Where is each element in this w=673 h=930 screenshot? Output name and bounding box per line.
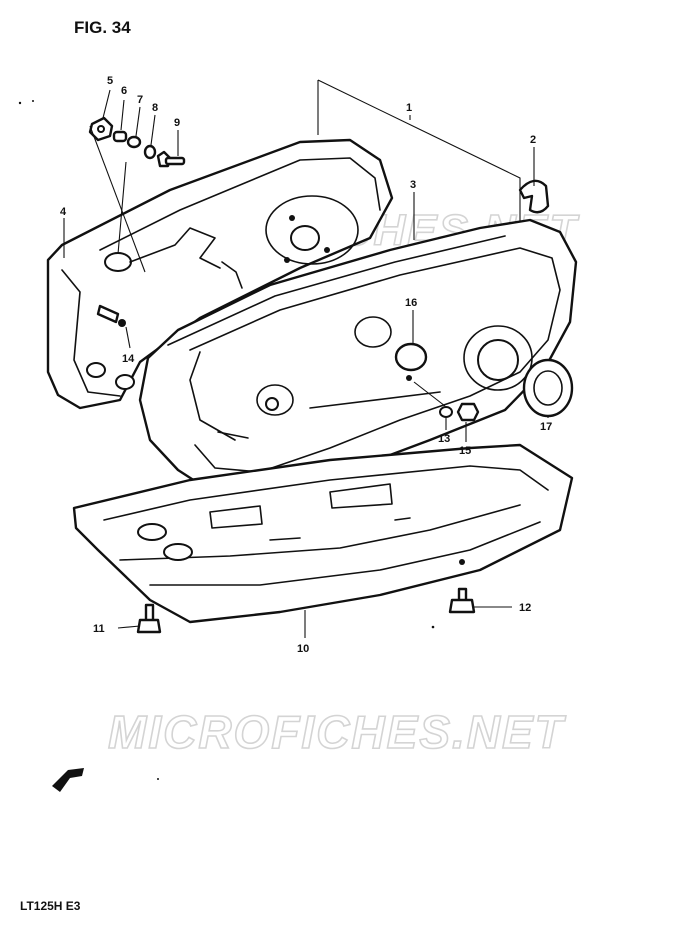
callout-17: 17 bbox=[540, 421, 552, 433]
watermark-bottom: MICROFICHES.NET bbox=[108, 706, 567, 758]
callout-13: 13 bbox=[438, 433, 450, 445]
callout-4: 4 bbox=[60, 206, 67, 218]
callout-2: 2 bbox=[530, 134, 536, 146]
front-arrow-icon bbox=[52, 768, 84, 792]
callout-11: 11 bbox=[93, 623, 105, 635]
callout-6: 6 bbox=[121, 85, 127, 97]
plug bbox=[394, 342, 428, 381]
callout-1: 1 bbox=[406, 102, 412, 114]
bolt-11 bbox=[136, 603, 162, 634]
bolt-12 bbox=[448, 587, 476, 614]
callout-7: 7 bbox=[137, 94, 143, 106]
callout-10: 10 bbox=[297, 643, 309, 655]
leader-lines bbox=[63, 79, 549, 638]
model-code: LT125H E3 bbox=[20, 899, 81, 913]
nut-15 bbox=[456, 402, 480, 422]
callout-5: 5 bbox=[107, 75, 113, 87]
callout-12: 12 bbox=[519, 602, 531, 614]
callout-15: 15 bbox=[459, 445, 471, 457]
inner-chain-cover bbox=[46, 138, 394, 410]
clamp bbox=[518, 179, 550, 214]
bolt-14 bbox=[96, 304, 126, 327]
hardware-stack bbox=[88, 116, 186, 168]
skid-plate bbox=[72, 443, 574, 624]
callout-9: 9 bbox=[174, 117, 180, 129]
oil-seal bbox=[522, 358, 574, 418]
callout-14: 14 bbox=[122, 353, 135, 365]
callout-3: 3 bbox=[410, 179, 416, 191]
callout-16: 16 bbox=[405, 297, 417, 309]
callout-8: 8 bbox=[152, 102, 158, 114]
washer-13 bbox=[439, 406, 453, 418]
figure-title: FIG. 34 bbox=[74, 18, 131, 37]
